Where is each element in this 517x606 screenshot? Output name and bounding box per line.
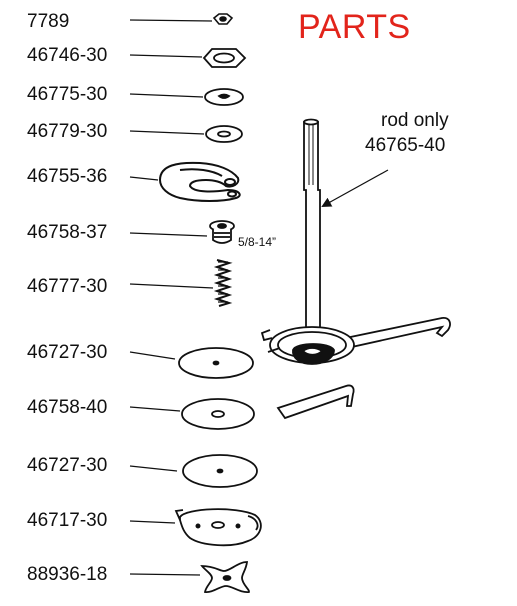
four-point-star-icon <box>202 562 249 592</box>
part-number-7789: 7789 <box>27 11 70 32</box>
lock-washer-icon <box>206 126 242 142</box>
thread-size-label: 5/8-14” <box>238 235 277 249</box>
washer-icon <box>205 89 243 105</box>
leader-line-46755-36 <box>130 177 158 180</box>
disc-with-arm-icon <box>182 385 354 429</box>
leader-line-46777-30 <box>130 284 213 288</box>
rod-label: rod only <box>381 110 449 131</box>
flat-disc-icon-lower <box>183 455 257 487</box>
rod-part-number: 46765-40 <box>365 135 446 156</box>
part-number-88936-18: 88936-18 <box>27 564 108 585</box>
rod-pointer-arrow <box>321 170 388 207</box>
flat-disc-icon-upper <box>179 348 253 378</box>
part-number-46746-30: 46746-30 <box>27 45 108 66</box>
part-number-46758-37: 46758-37 <box>27 222 108 243</box>
leader-line-46717-30 <box>130 521 175 523</box>
hex-nut-icon <box>204 49 245 67</box>
part-number-46755-36: 46755-36 <box>27 166 108 187</box>
spring-icon <box>217 260 229 306</box>
leader-line-46727-30-a <box>130 352 175 359</box>
leader-lines <box>130 20 388 575</box>
leader-line-88936-18 <box>130 574 200 575</box>
page-title: PARTS <box>298 8 411 46</box>
hooked-disc-icon <box>176 509 261 545</box>
leader-line-46746-30 <box>130 55 202 57</box>
part-number-46779-30: 46779-30 <box>27 121 108 142</box>
small-nut-icon <box>214 14 232 24</box>
part-number-46758-40: 46758-40 <box>27 397 108 418</box>
rod-assembly-icon <box>262 120 450 365</box>
leader-line-46779-30 <box>130 131 204 134</box>
leader-line-46758-40 <box>130 407 180 411</box>
leader-line-7789 <box>130 20 212 21</box>
part-number-46777-30: 46777-30 <box>27 276 108 297</box>
part-number-46727-30-upper: 46727-30 <box>27 342 108 363</box>
part-number-46727-30-lower: 46727-30 <box>27 455 108 476</box>
clevis-clip-icon <box>160 163 240 201</box>
leader-line-46727-30-b <box>130 466 177 471</box>
threaded-bushing-icon <box>210 221 234 243</box>
part-number-46717-30: 46717-30 <box>27 510 108 531</box>
part-number-46775-30: 46775-30 <box>27 84 108 105</box>
leader-line-46775-30 <box>130 94 203 97</box>
leader-line-46758-37 <box>130 233 207 236</box>
